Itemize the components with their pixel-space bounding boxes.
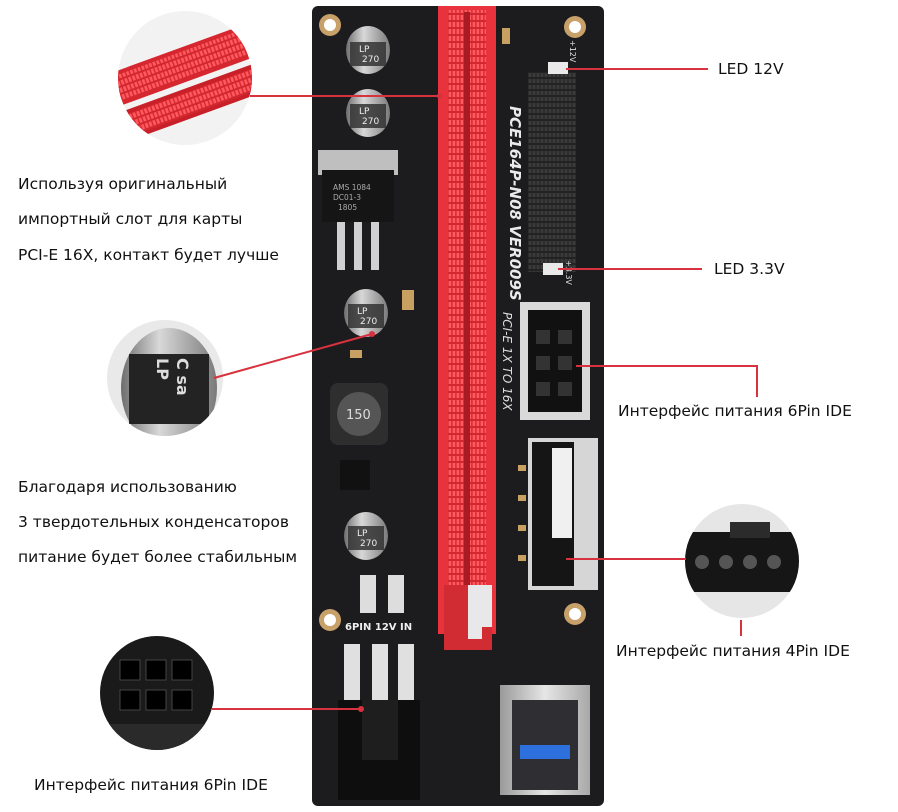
inset-4pin-closeup	[685, 504, 799, 618]
label-cap-line3: питание будет более стабильным	[18, 548, 298, 566]
6pin-12v-in-header: 6PIN 12V IN	[338, 622, 420, 800]
label-6pin-bottom: Интерфейс питания 6Pin IDE	[34, 776, 268, 794]
callout-line-slot	[250, 95, 440, 97]
svg-text:PCI-E 1X TO 16X: PCI-E 1X TO 16X	[500, 312, 514, 411]
svg-text:PCE164P-N08 VER009S: PCE164P-N08 VER009S	[506, 106, 524, 301]
callout-line-capacitor	[213, 331, 375, 379]
pcie-16x-slot	[438, 6, 496, 650]
svg-text:270: 270	[360, 539, 377, 549]
svg-text:AMS 1084: AMS 1084	[333, 183, 371, 192]
inset-capacitor-closeup: C sa LP	[107, 320, 223, 436]
svg-text:LP: LP	[357, 307, 368, 317]
callout-line-4pin	[566, 558, 686, 560]
label-led-3v3: LED 3.3V	[714, 260, 785, 278]
voltage-regulator: AMS 1084 DC01-3 1805	[318, 150, 398, 270]
label-4pin-right: Интерфейс питания 4Pin IDE	[616, 642, 850, 660]
svg-text:270: 270	[360, 317, 377, 327]
label-slot-line1: Используя оригинальный	[18, 175, 228, 193]
inset-6pin-closeup	[100, 636, 214, 750]
svg-text:150: 150	[346, 408, 371, 423]
board-4pin-molex	[518, 438, 598, 590]
capacitor-2: LP 270	[346, 89, 390, 137]
svg-text:C sa: C sa	[173, 358, 192, 396]
inset-slot-closeup	[118, 11, 252, 145]
capacitor-3: LP 270	[344, 289, 388, 337]
capacitor-1: LP 270	[346, 26, 390, 74]
callout-line-led12	[566, 68, 708, 70]
svg-text:270: 270	[362, 55, 379, 65]
svg-text:LP: LP	[357, 529, 368, 539]
board-6pin-socket	[520, 302, 590, 420]
svg-text:270: 270	[362, 117, 379, 127]
ic-chip	[340, 460, 370, 490]
callout-line-led33	[558, 268, 702, 270]
inductor-choke: 150	[330, 383, 388, 445]
svg-text:LP: LP	[153, 358, 172, 380]
callout-line-6pin-bottom	[212, 708, 362, 710]
label-slot-line3: PCI-E 16X, контакт будет лучше	[18, 246, 279, 264]
svg-text:6PIN 12V IN: 6PIN 12V IN	[345, 622, 412, 633]
svg-text:+3.3V: +3.3V	[564, 260, 573, 285]
label-slot-line2: импортный слот для карты	[18, 210, 243, 228]
capacitor-4: LP 270	[344, 512, 388, 560]
label-6pin-right: Интерфейс питания 6Pin IDE	[618, 402, 852, 420]
label-led-12v: LED 12V	[718, 60, 784, 78]
label-cap-line1: Благодаря использованию	[18, 478, 237, 496]
led-12v: +12V	[548, 40, 577, 74]
led-3v3: +3.3V	[543, 260, 573, 285]
svg-text:1805: 1805	[338, 203, 357, 212]
label-cap-line2: 3 твердотельных конденсаторов	[18, 513, 289, 531]
svg-text:DC01-3: DC01-3	[333, 193, 361, 202]
svg-text:LP: LP	[359, 45, 370, 55]
usb3-port	[500, 685, 590, 795]
svg-text:+12V: +12V	[568, 40, 577, 63]
callout-line-6pin-right	[576, 365, 758, 367]
svg-text:LP: LP	[359, 107, 370, 117]
